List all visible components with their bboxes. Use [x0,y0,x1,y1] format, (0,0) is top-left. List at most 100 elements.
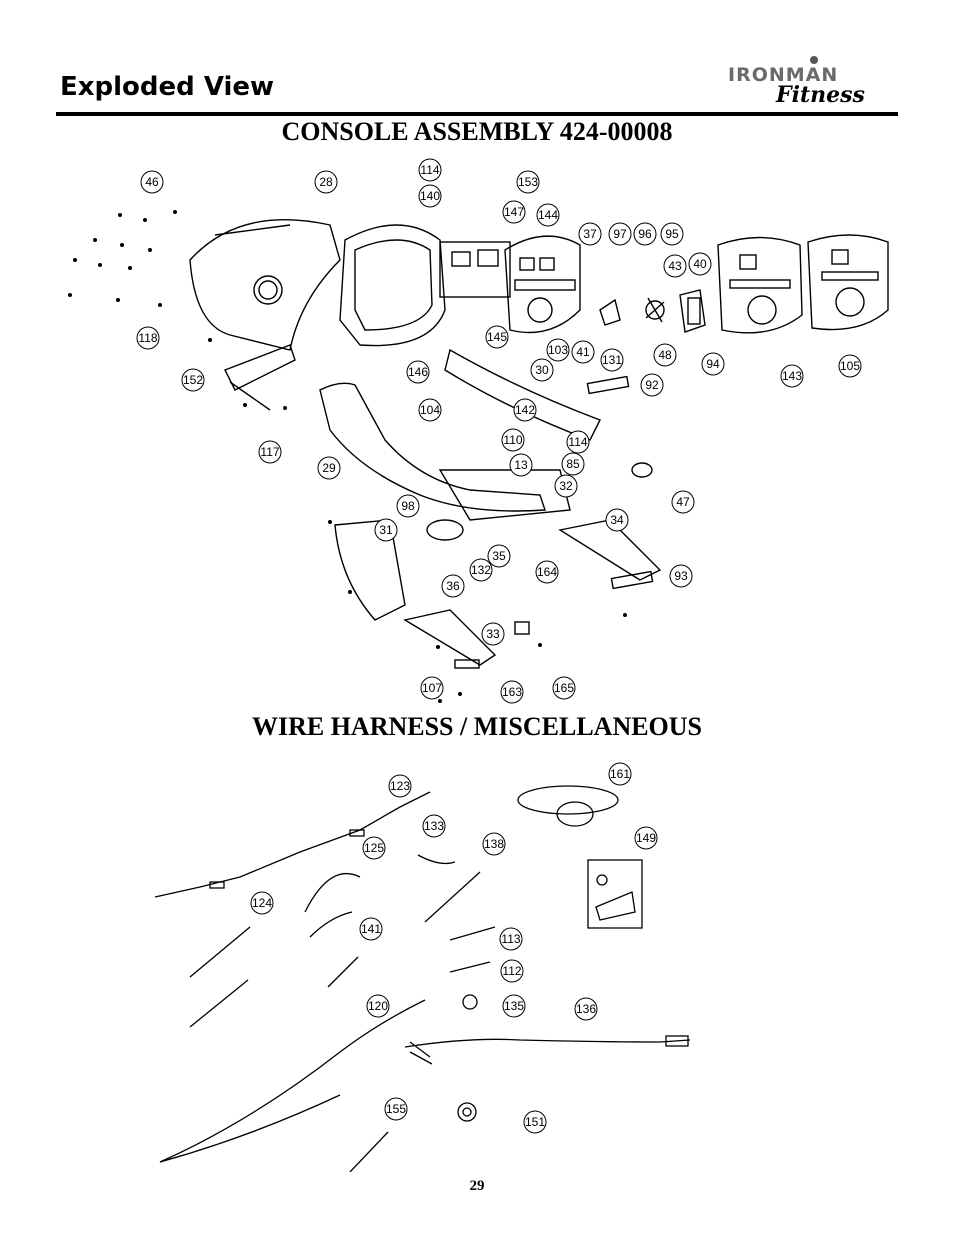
console-part-label: 31 [379,523,393,537]
wire-part-label: 124 [252,896,272,910]
console-callout-circle [314,170,338,194]
wire-part-label: 136 [576,1002,596,1016]
wire-part-label: 151 [525,1115,545,1129]
wire-callout-circle [422,814,446,838]
console-part-label: 164 [537,565,557,579]
console-callout-circle [509,453,533,477]
console-callout-circle [688,252,712,276]
console-part-label: 140 [420,189,440,203]
console-part-label: 94 [706,357,720,371]
console-callout-circle [500,680,524,704]
console-part-label: 103 [548,343,568,357]
console-part-label: 28 [319,175,333,189]
wire-callout-circle [366,994,390,1018]
wire-part-label: 120 [368,999,388,1013]
console-part-label: 152 [183,373,203,387]
wire-part-label: 155 [386,1102,406,1116]
console-part-label: 105 [840,359,860,373]
console-callout-circle [578,222,602,246]
wire-part-label: 141 [361,922,381,936]
wire-part-label: 133 [424,819,444,833]
console-part-label: 146 [408,365,428,379]
console-part-label: 147 [504,205,524,219]
console-part-label: 114 [420,163,439,177]
console-part-label: 46 [145,175,159,189]
wire-callout-circle [250,891,274,915]
console-callout-circle [258,440,282,464]
console-callout-circle [487,544,511,568]
console-callout-circle [780,364,804,388]
console-callout-circle [701,352,725,376]
console-part-label: 118 [138,331,157,345]
wire-callout-circle [608,762,632,786]
console-part-label: 30 [535,363,549,377]
console-callout-circle [838,354,862,378]
wire-callout-circle [384,1097,408,1121]
console-callout-circle [516,170,540,194]
console-callout-circle [671,490,695,514]
console-callout-circle [396,494,420,518]
console-callout-circle [653,343,677,367]
console-part-label: 32 [559,479,573,493]
console-callout-circle [374,518,398,542]
console-part-label: 41 [576,345,590,359]
console-part-label: 34 [610,513,624,527]
console-part-label: 48 [658,348,672,362]
console-callout-circle [136,326,160,350]
console-part-label: 40 [693,257,707,271]
console-part-label: 117 [260,445,279,459]
console-part-label: 92 [645,378,659,392]
console-part-label: 29 [322,461,336,475]
wire-part-label: 113 [501,932,520,946]
page-number: 29 [469,1178,485,1194]
console-callout-circle [418,184,442,208]
console-part-label: 144 [538,208,558,222]
wire-part-label: 112 [502,964,521,978]
wire-callout-circle [482,832,506,856]
wire-callout-circle [362,836,386,860]
console-part-label: 107 [422,681,442,695]
console-callout-circle [640,373,664,397]
wire-harness-title: WIRE HARNESS / MISCELLANEOUS [251,712,703,741]
console-part-label: 37 [583,227,597,241]
console-part-label: 104 [420,403,440,417]
console-part-label: 132 [471,563,491,577]
console-callout-circle [469,558,493,582]
logo-script-text: Fitness [776,82,865,108]
console-part-label: 114 [568,435,587,449]
logo-dot-icon [810,56,818,64]
console-part-label: 47 [676,495,690,509]
wire-callout-circle [500,959,524,983]
console-part-label: 85 [566,457,580,471]
console-part-label: 97 [613,227,627,241]
wire-part-label: 138 [484,837,504,851]
console-callout-circle [660,222,684,246]
console-callout-circle [561,452,585,476]
wire-part-label: 161 [610,767,630,781]
console-callout-circle [418,158,442,182]
console-part-label: 35 [492,549,506,563]
console-callout-circle [530,358,554,382]
console-callout-circle [317,456,341,480]
wire-part-label: 149 [636,831,656,845]
console-callout-circle [663,254,687,278]
console-callout-circle [418,398,442,422]
console-part-label: 142 [515,403,535,417]
console-part-label: 33 [486,627,500,641]
console-part-label: 131 [602,353,622,367]
wire-callout-circle [523,1110,547,1134]
console-callout-circle [481,622,505,646]
header-divider [56,112,898,116]
wire-callout-circle [499,927,523,951]
console-callout-circle [140,170,164,194]
console-part-label: 98 [401,499,415,513]
console-part-label: 165 [554,681,574,695]
wire-callout-circle [359,917,383,941]
console-callout-circle [669,564,693,588]
console-part-label: 145 [487,330,507,344]
console-part-label: 96 [638,227,652,241]
